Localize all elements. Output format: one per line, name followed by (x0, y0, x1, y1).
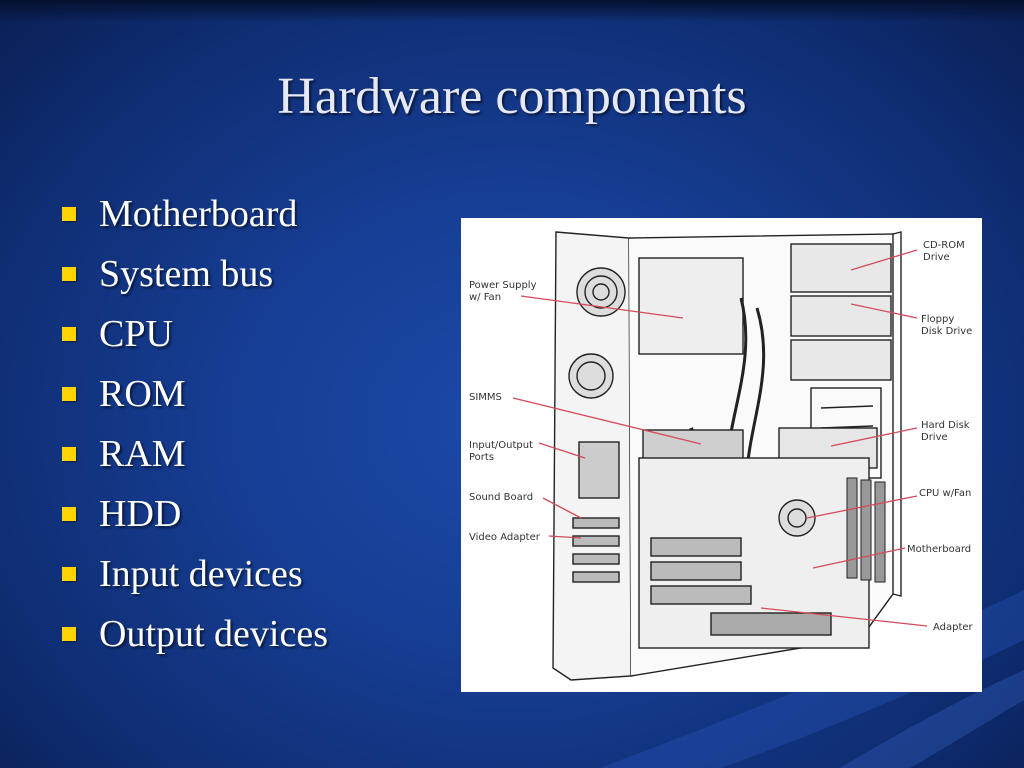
square-bullet-icon (62, 207, 76, 221)
label-motherboard: Motherboard (907, 544, 971, 555)
square-bullet-icon (62, 387, 76, 401)
label-power-supply: Power Supply (469, 280, 537, 291)
bullet-text: CPU (99, 313, 173, 355)
computer-case-illustration: Power Supply w/ Fan SIMMS Input/Output P… (461, 218, 982, 692)
label-hard-disk: Hard Disk (921, 420, 970, 431)
square-bullet-icon (62, 567, 76, 581)
list-item: Output devices (62, 604, 328, 664)
label-cdrom-drive: Drive (923, 252, 950, 263)
list-item: RAM (62, 424, 328, 484)
square-bullet-icon (62, 627, 76, 641)
label-simms: SIMMS (469, 392, 502, 403)
label-video-adapter: Video Adapter (469, 532, 541, 543)
label-cdrom: CD-ROM (923, 240, 965, 251)
top-band (0, 0, 1024, 22)
square-bullet-icon (62, 447, 76, 461)
bullet-list: Motherboard System bus CPU ROM RAM HDD I… (62, 184, 328, 664)
list-item: Input devices (62, 544, 328, 604)
page-title: Hardware components (277, 68, 747, 125)
list-item: System bus (62, 244, 328, 304)
label-cpu-fan: CPU w/Fan (919, 488, 971, 499)
bullet-text: RAM (99, 433, 186, 475)
label-sound-board: Sound Board (469, 492, 533, 503)
square-bullet-icon (62, 507, 76, 521)
case-diagram-svg: Power Supply w/ Fan SIMMS Input/Output P… (469, 231, 974, 681)
square-bullet-icon (62, 267, 76, 281)
bullet-text: Output devices (99, 613, 329, 655)
bullet-text: Motherboard (99, 193, 298, 235)
bullet-text: System bus (99, 253, 274, 295)
list-item: ROM (62, 364, 328, 424)
label-power-supply-fan: w/ Fan (469, 292, 501, 303)
label-hard-disk-drive: Drive (921, 432, 948, 443)
leader-lines (512, 249, 928, 627)
case-drawing (552, 231, 902, 681)
label-adapter: Adapter (933, 622, 974, 633)
label-io-ports-2: Ports (469, 452, 494, 463)
label-floppy-drive: Disk Drive (921, 326, 972, 337)
list-item: Motherboard (62, 184, 328, 244)
label-io-ports: Input/Output (469, 440, 533, 451)
list-item: HDD (62, 484, 328, 544)
list-item: CPU (62, 304, 328, 364)
bullet-text: ROM (99, 373, 186, 415)
bullet-text: Input devices (99, 553, 303, 595)
square-bullet-icon (62, 327, 76, 341)
label-floppy: Floppy (921, 314, 954, 325)
bullet-text: HDD (99, 493, 182, 535)
